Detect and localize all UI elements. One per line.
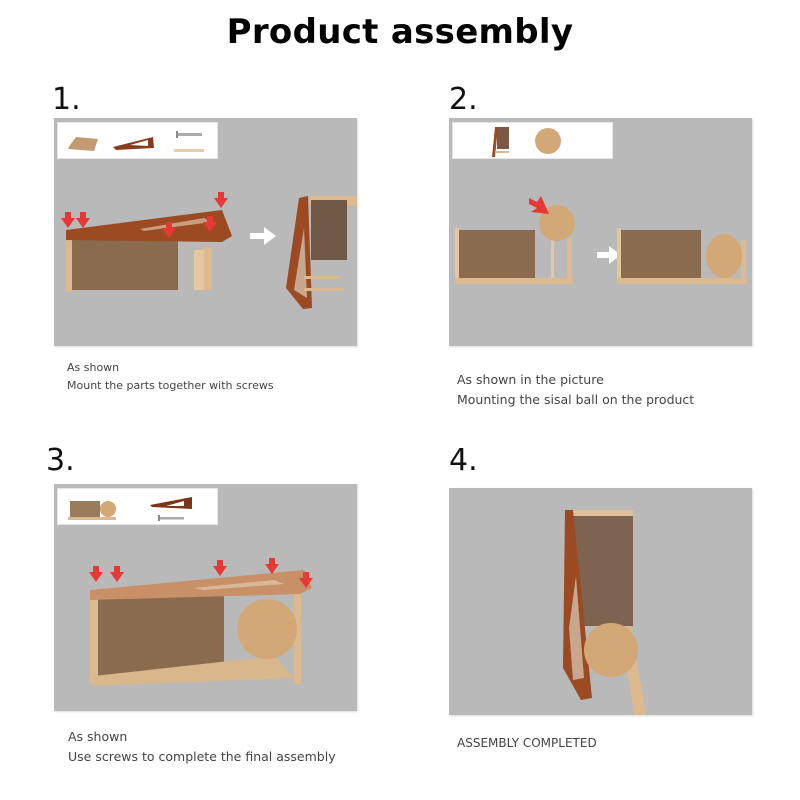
assembly-drawing	[90, 570, 312, 686]
side-frame-icon	[492, 127, 509, 157]
scratcher-after-drawing	[617, 228, 747, 284]
step-4-number: 4.	[449, 443, 478, 478]
step-1-caption: As shown Mount the parts together with s…	[67, 359, 274, 394]
unassembled-scratcher-drawing	[66, 210, 232, 292]
triangle-side-panel-icon	[113, 137, 154, 150]
white-direction-arrow	[597, 246, 621, 264]
screw-arrows	[89, 558, 313, 588]
completed-scratcher-drawing	[563, 510, 647, 715]
step-4-caption: ASSEMBLY COMPLETED	[457, 734, 597, 753]
step-2-illustration	[449, 118, 752, 346]
step-3-number: 3.	[46, 443, 75, 478]
scratcher-with-ball-icon	[68, 501, 116, 520]
red-pointer-arrow	[529, 196, 549, 214]
sisal-ball-icon	[535, 128, 561, 154]
step-1-caption-line-2: Mount the parts together with screws	[67, 378, 274, 392]
assembled-frame-drawing	[286, 196, 357, 309]
step-3-parts-inset	[57, 488, 218, 525]
wooden-dowel-icon	[174, 149, 204, 152]
step-4-caption-line-1: ASSEMBLY COMPLETED	[457, 736, 597, 750]
triangle-side-panel-icon	[150, 497, 192, 509]
step-1-caption-line-1: As shown	[67, 361, 120, 374]
cardboard-board-icon	[68, 137, 98, 151]
step-2-caption-line-2: Mounting the sisal ball on the product	[457, 392, 695, 407]
screw-arrows	[61, 192, 228, 238]
screw-icon	[176, 131, 202, 138]
step-3-caption-line-2: Use screws to complete the final assembl…	[68, 749, 336, 764]
step-1-illustration	[54, 118, 357, 346]
step-2-caption: As shown in the picture Mounting the sis…	[457, 370, 694, 410]
white-direction-arrow	[250, 227, 276, 245]
page-title: Product assembly	[226, 12, 574, 52]
step-2-number: 2.	[449, 82, 478, 117]
screw-icon	[158, 515, 184, 521]
step-3-illustration	[54, 484, 357, 711]
scratcher-before-drawing	[455, 205, 575, 284]
step-3-caption: As shown Use screws to complete the fina…	[68, 727, 336, 767]
step-4-illustration	[449, 488, 752, 715]
step-3-caption-line-1: As shown	[68, 729, 128, 744]
step-2-parts-inset	[452, 122, 613, 159]
step-1-number: 1.	[52, 82, 81, 117]
step-2-caption-line-1: As shown in the picture	[457, 372, 604, 387]
step-1-parts-inset	[57, 122, 218, 159]
